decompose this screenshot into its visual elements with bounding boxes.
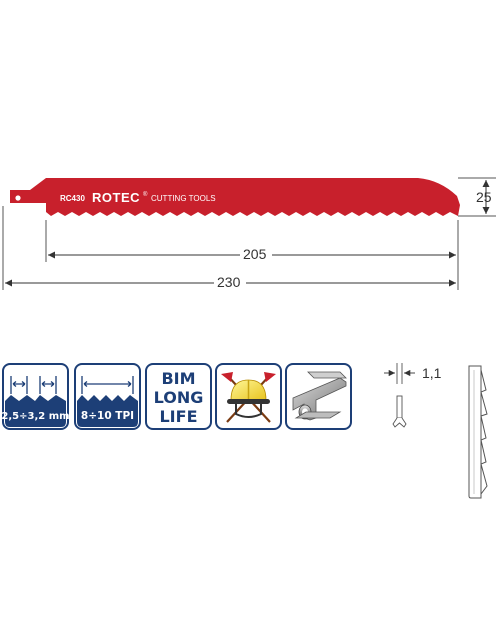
tpi-label: 8÷10 TPI <box>81 410 134 422</box>
dimension-cutting-length-label: 205 <box>243 246 267 262</box>
rescue-tile <box>215 363 282 430</box>
blade-cross-section-icon <box>392 395 407 428</box>
tpi-tile: 8÷10 TPI <box>74 363 141 430</box>
dimension-total-length: 230 <box>2 206 456 291</box>
dimension-height: 25 <box>458 177 496 217</box>
tooth-size-arrows-icon <box>10 376 57 394</box>
tpi-teeth-band <box>77 395 138 427</box>
dimension-height-label: 25 <box>476 189 492 205</box>
material-line-1: BIM <box>161 369 195 388</box>
dimension-total-length-label: 230 <box>217 274 241 290</box>
blade-mount-hole <box>15 195 21 201</box>
tpi-arrows-icon <box>81 376 134 394</box>
metal-profiles-icon <box>292 371 347 421</box>
blade-tagline: CUTTING TOOLS <box>151 194 216 203</box>
blade-body <box>10 178 460 216</box>
saw-blade: RC430 ROTEC ® CUTTING TOOLS <box>10 178 460 216</box>
tooth-size-tile: 2,5÷3,2 mm <box>1 363 70 430</box>
metal-tile <box>285 363 352 430</box>
blade-model-label: RC430 <box>60 194 85 203</box>
firefighter-helmet-axes-icon <box>221 372 276 423</box>
tooth-size-label: 2,5÷3,2 mm <box>1 411 69 422</box>
material-line-2: LONG <box>154 388 204 407</box>
material-line-3: LIFE <box>159 407 197 426</box>
tooth-size-teeth-band <box>5 395 66 427</box>
dimension-cutting-length: 205 <box>45 220 459 290</box>
blade-brand-logo: ROTEC <box>92 190 140 205</box>
blade-trademark: ® <box>143 191 148 198</box>
tooth-profile-view <box>468 365 488 499</box>
thickness-label: 1,1 <box>422 365 442 381</box>
material-tile: BIM LONG LIFE <box>145 363 212 430</box>
thickness-detail: 1,1 <box>384 363 442 428</box>
